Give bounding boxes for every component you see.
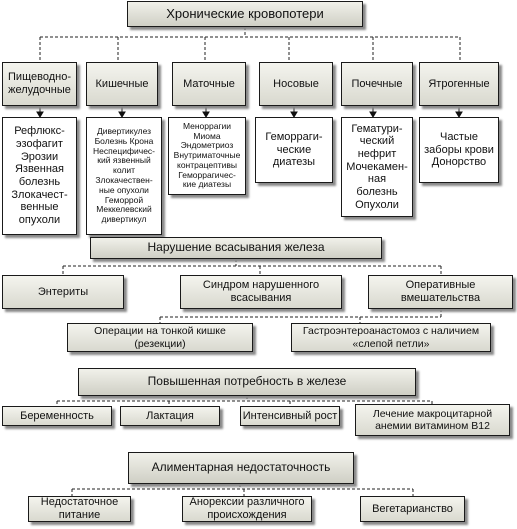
alimentary-item: Вегетарианство [372,502,453,515]
absorption-item: Синдром нарушенного всасывания [202,279,320,304]
surgery-item: Операции на тонкой кишке (резекции) [94,325,226,350]
category-intestinal: Кишечные [86,62,158,106]
demand-item: Лечение макроцитарной анемии витамином B… [372,407,493,432]
category-label: Пищеводно- желудочные [8,71,71,96]
demand-item: Лактация [146,409,194,422]
demand-title-text: Повышенная потребность в железе [147,374,347,389]
category-gastroesophageal: Пищеводно- желудочные [2,62,77,106]
demand-item: Интенсивный рост [242,409,338,422]
absorption-title: Нарушение всасывания железа [90,237,382,259]
category-label: Носовые [273,77,319,90]
category-label: Почечные [351,77,403,90]
items-gastroesophageal: Рефлюкс- эзофагит Эрозии Язвенная болезн… [2,117,77,235]
category-uterine: Маточные [172,62,246,106]
items-renal: Гематури- ческий нефрит Мочекамен- ная б… [341,117,413,217]
absorption-malabsorption: Синдром нарушенного всасывания [180,275,342,309]
items-text: Геморраги- ческие диатезы [265,131,323,169]
chronic-blood-loss-title-text: Хронические кровопотери [166,5,324,21]
items-intestinal: Дивертикулез Болезнь Крона Неспецифичес-… [86,117,162,235]
items-text: Рефлюкс- эзофагит Эрозии Язвенная болезн… [11,125,68,226]
chronic-blood-loss-title: Хронические кровопотери [127,1,363,27]
alimentary-title: Алиментарная недостаточность [128,452,354,484]
items-text: Гематури- ческий нефрит Мочекамен- ная б… [346,122,408,211]
items-iatrogenic: Частые заборы крови Донорство [419,117,499,183]
demand-b12-treatment: Лечение макроцитарной анемии витамином B… [355,404,510,436]
alimentary-malnutrition: Недостаточное питание [28,496,131,522]
category-iatrogenic: Ятрогенные [419,62,499,106]
items-text: Дивертикулез Болезнь Крона Неспецифичес-… [92,126,156,225]
alimentary-item: Недостаточное питание [40,496,119,521]
alimentary-title-text: Алиментарная недостаточность [151,460,331,475]
absorption-enteritis: Энтериты [2,275,124,309]
category-renal: Почечные [341,62,413,106]
absorption-surgery: Оперативные вмешательства [368,275,513,309]
category-label: Кишечные [95,77,149,90]
items-uterine: Меноррагии Миома Эндометриоз Внутриматоч… [168,117,246,195]
alimentary-anorexia: Анорексии различного происхождения [182,496,312,522]
items-text: Частые заборы крови Донорство [424,131,494,169]
demand-lactation: Лактация [120,406,220,426]
category-label: Ятрогенные [428,77,490,90]
demand-title: Повышенная потребность в железе [78,368,416,396]
surgery-small-intestine: Операции на тонкой кишке (резекции) [67,323,253,352]
surgery-blind-loop: Гастроэнтероанастомоз с наличием «слепой… [291,323,491,352]
absorption-item: Оперативные вмешательства [400,279,481,304]
items-text: Меноррагии Миома Эндометриоз Внутриматоч… [173,120,241,190]
alimentary-item: Анорексии различного происхождения [189,496,305,521]
demand-pregnancy: Беременность [2,406,112,426]
absorption-title-text: Нарушение всасывания железа [147,240,325,255]
items-nasal: Геморраги- ческие диатезы [255,117,333,183]
alimentary-vegetarianism: Вегетарианство [360,496,465,522]
demand-intensive-growth: Интенсивный рост [240,406,340,426]
demand-item: Беременность [20,409,94,422]
category-nasal: Носовые [259,62,333,106]
absorption-item: Энтериты [37,285,89,298]
surgery-item: Гастроэнтероанастомоз с наличием «слепой… [302,325,480,350]
category-label: Маточные [183,77,235,90]
